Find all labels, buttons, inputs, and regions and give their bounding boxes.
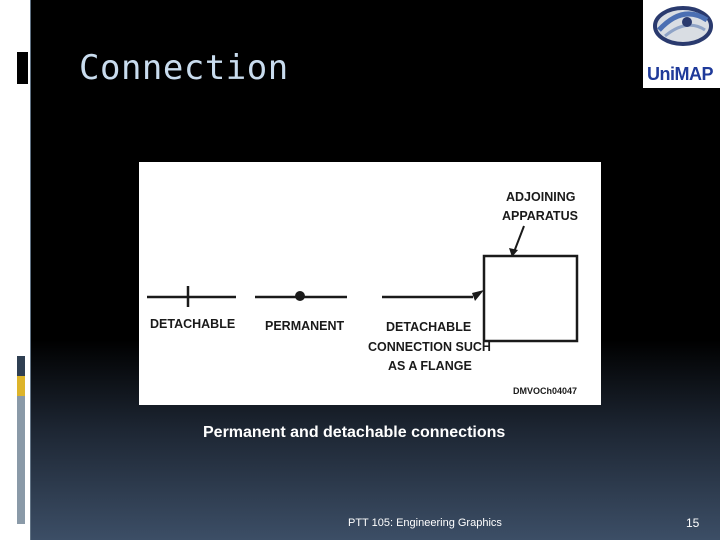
label-flange-1: DETACHABLE (386, 320, 471, 334)
logo-wordmark: UniMAP (647, 64, 713, 84)
accent-bar-gold (17, 376, 25, 396)
apparatus-box (482, 254, 579, 343)
apparatus-arrowhead (509, 248, 518, 257)
figure-caption: Permanent and detachable connections (203, 424, 506, 441)
accent-bar-grey (17, 396, 25, 524)
slide-title: Connection (79, 48, 289, 88)
accent-bar-dark (17, 356, 25, 376)
label-flange-2: CONNECTION SUCH (368, 340, 491, 354)
label-apparatus-2: APPARATUS (502, 209, 578, 223)
apparatus-leader (513, 225, 525, 253)
slide-footer: PTT 105: Engineering Graphics (348, 517, 502, 529)
left-divider-line (30, 0, 31, 540)
label-apparatus-1: ADJOINING (506, 190, 575, 204)
label-detachable: DETACHABLE (150, 317, 235, 331)
label-flange-3: AS A FLANGE (388, 359, 472, 373)
permanent-dot (295, 291, 305, 301)
drawing-id: DMVOCh04047 (513, 386, 577, 396)
left-panel (0, 0, 30, 540)
page-number: 15 (686, 516, 700, 530)
university-logo: UniMAP (643, 0, 720, 88)
label-permanent: PERMANENT (265, 319, 345, 333)
title-marker (17, 52, 28, 84)
connection-diagram: DETACHABLE PERMANENT DETACHABLE CONNECTI… (139, 162, 601, 405)
flange-arrowhead (472, 290, 484, 301)
